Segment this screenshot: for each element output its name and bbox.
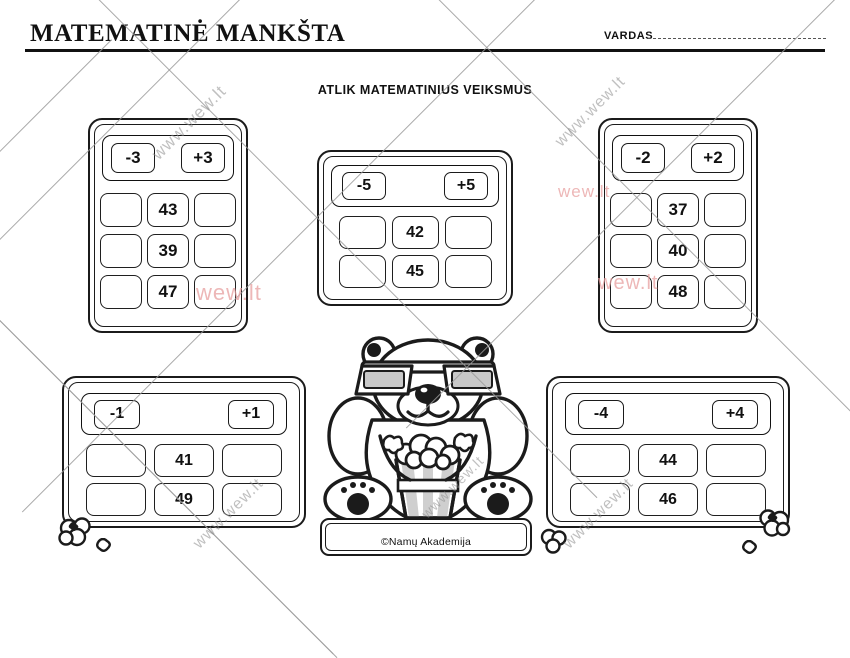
operation-plus: +2 [691,143,735,173]
popcorn-kernel-icon [742,540,757,554]
popcorn-kernel-icon [96,538,111,552]
name-input-line[interactable] [648,38,826,39]
credit-text: ©Namų Akademija [380,536,472,548]
answer-grid: 37 40 48 [608,193,749,316]
table-row: 43 [98,193,239,227]
answer-cell-left[interactable] [610,234,652,268]
table-row: 40 [608,234,749,268]
exercise-card-minus4-plus4[interactable]: -4 +4 44 46 [546,376,790,528]
operation-minus: -3 [111,143,155,173]
table-row: 49 [82,483,286,516]
table-row: 41 [82,444,286,477]
answer-cell-left[interactable] [86,483,146,516]
popcorn-decor-icon [759,509,791,537]
answer-cell-left[interactable] [610,193,652,227]
answer-cell-right[interactable] [706,444,766,477]
operation-bar: -3 +3 [102,135,234,181]
given-number-cell: 43 [147,193,189,227]
bear-illustration [323,336,533,524]
answer-cell-right[interactable] [222,444,282,477]
answer-cell-left[interactable] [570,444,630,477]
answer-cell-left[interactable] [338,216,386,249]
answer-cell-right[interactable] [706,483,766,516]
table-row: 39 [98,234,239,268]
answer-cell-right[interactable] [194,234,236,268]
page-title: MATEMATINĖ MANKŠTA [30,20,346,47]
exercise-card-minus5-plus5[interactable]: -5 +5 42 45 [317,150,513,306]
table-row: 45 [336,255,495,288]
table-row: 48 [608,275,749,309]
operation-plus: +4 [712,399,758,429]
given-number-cell: 47 [147,275,189,309]
answer-grid: 43 39 47 [98,193,239,316]
answer-cell-right[interactable] [194,193,236,227]
operation-plus: +1 [228,399,274,429]
glasses-lens-left [363,370,405,389]
given-number-cell: 44 [638,444,698,477]
answer-cell-right[interactable] [704,234,746,268]
answer-cell-right[interactable] [704,275,746,309]
table-row: 37 [608,193,749,227]
operation-bar: -4 +4 [565,393,771,435]
answer-grid: 42 45 [336,216,495,294]
answer-cell-left[interactable] [570,483,630,516]
answer-cell-left[interactable] [338,255,386,288]
answer-cell-left[interactable] [610,275,652,309]
instruction-subtitle: ATLIK MATEMATINIUS VEIKSMUS [317,83,533,97]
answer-cell-left[interactable] [100,193,142,227]
popcorn-bucket [394,458,462,520]
table-row: 46 [566,483,770,516]
given-number-cell: 48 [657,275,699,309]
exercise-card-minus1-plus1[interactable]: -1 +1 41 49 [62,376,306,528]
header-rule [25,49,825,52]
given-number-cell: 49 [154,483,214,516]
operation-minus: -2 [621,143,665,173]
table-row: 44 [566,444,770,477]
answer-cell-right[interactable] [444,216,492,249]
exercise-card-minus2-plus2[interactable]: -2 +2 37 40 48 [598,118,758,333]
glasses-lens-right [451,370,493,389]
answer-grid: 41 49 [82,444,286,522]
operation-bar: -5 +5 [331,165,499,207]
answer-grid: 44 46 [566,444,770,522]
operation-minus: -1 [94,399,140,429]
operation-bar: -1 +1 [81,393,287,435]
credit-banner: ©Namų Akademija [320,518,532,556]
popcorn-decor-icon [58,517,91,547]
given-number-cell: 42 [391,216,439,249]
given-number-cell: 40 [657,234,699,268]
answer-cell-right[interactable] [194,275,236,309]
answer-cell-right[interactable] [222,483,282,516]
answer-cell-left[interactable] [100,275,142,309]
given-number-cell: 46 [638,483,698,516]
given-number-cell: 41 [154,444,214,477]
popcorn-decor-icon [540,528,567,554]
answer-cell-right[interactable] [444,255,492,288]
answer-cell-left[interactable] [86,444,146,477]
given-number-cell: 39 [147,234,189,268]
operation-bar: -2 +2 [612,135,744,181]
table-row: 47 [98,275,239,309]
operation-minus: -4 [578,399,624,429]
exercise-card-minus3-plus3[interactable]: -3 +3 43 39 47 [88,118,248,333]
given-number-cell: 37 [657,193,699,227]
operation-minus: -5 [342,172,386,200]
name-label: VARDAS [604,30,654,42]
operation-plus: +5 [444,172,488,200]
answer-cell-right[interactable] [704,193,746,227]
table-row: 42 [336,216,495,249]
given-number-cell: 45 [391,255,439,288]
answer-cell-left[interactable] [100,234,142,268]
operation-plus: +3 [181,143,225,173]
